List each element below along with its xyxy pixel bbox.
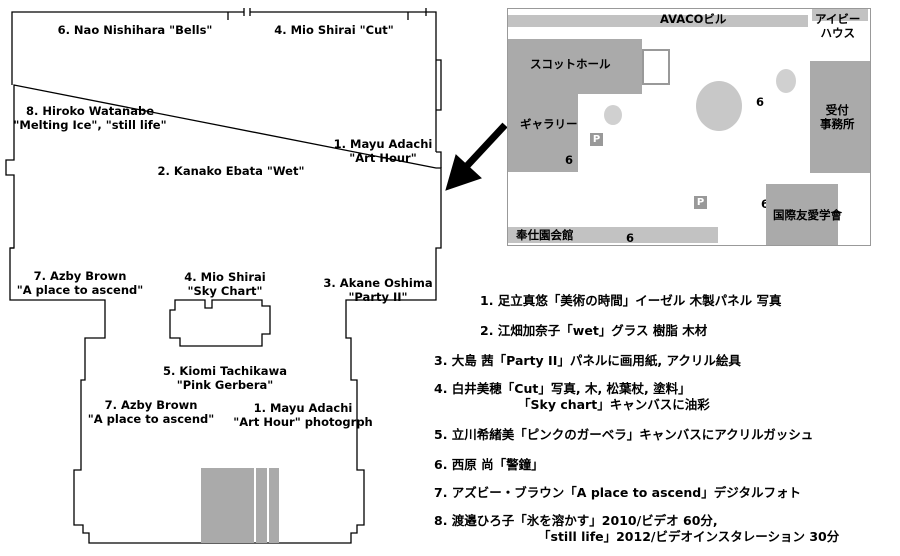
- gallery-label: ギャラリー: [520, 117, 578, 131]
- label-adachi-upper: 1. Mayu Adachi "Art Hour": [333, 137, 433, 165]
- center-six: 6: [756, 95, 765, 109]
- label-brown-upper: 7. Azby Brown "A place to ascend": [16, 269, 144, 297]
- label-shirai-cut: 4. Mio Shirai "Cut": [274, 23, 394, 37]
- central-plinth: [169, 299, 271, 347]
- scott-hall-annex: [642, 49, 670, 85]
- direction-arrow: [445, 122, 508, 191]
- reception-building: [810, 61, 870, 173]
- label-ebata: 2. Kanako Ebata "Wet": [157, 164, 305, 178]
- tree-circle-left: [604, 105, 622, 125]
- gallery-six: 6: [565, 153, 574, 167]
- scott-hall: [508, 39, 642, 94]
- site-map: AVACOビル アイビー ハウス スコットホール ギャラリー 6 P 6 受付 …: [507, 8, 871, 246]
- hoshi-label: 奉仕園会館: [516, 228, 574, 242]
- parking-icon-lower: P: [694, 196, 707, 209]
- top-door: [227, 8, 427, 20]
- road-top: [508, 15, 808, 27]
- avaco-label: AVACOビル: [660, 12, 727, 26]
- road-right: [812, 9, 868, 21]
- entrance-block: [201, 468, 279, 543]
- road-bottom: [508, 227, 718, 243]
- artwork-item-3: 3. 大島 茜「Party II」パネルに画用紙, アクリル絵具: [434, 353, 741, 368]
- kokusai-building: [766, 184, 838, 245]
- label-nishihara: 6. Nao Nishihara "Bells": [57, 23, 213, 37]
- label-watanabe: 8. Hiroko Watanabe "Melting Ice", "still…: [13, 104, 167, 132]
- kokusai-label: 国際友愛学會: [773, 208, 842, 222]
- label-brown-lower: 7. Azby Brown "A place to ascend": [87, 398, 215, 426]
- tree-circle: [696, 81, 742, 131]
- parking-icon-upper: P: [590, 133, 603, 146]
- artwork-item-1: 1. 足立真悠「美術の時間」イーゼル 木製パネル 写真: [480, 293, 782, 308]
- artwork-item-4: 4. 白井美穂「Cut」写真, 木, 松葉杖, 塗料」 「Sky chart」キ…: [434, 381, 710, 412]
- hoshi-six: 6: [626, 231, 635, 245]
- lower-six: 6: [761, 197, 770, 211]
- label-tachikawa: 5. Kiomi Tachikawa "Pink Gerbera": [163, 364, 287, 392]
- reception-label: 受付 事務所: [820, 103, 855, 131]
- artwork-item-2: 2. 江畑加奈子「wet」グラス 樹脂 木材: [480, 323, 708, 338]
- artwork-item-6: 6. 西原 尚「警鐘」: [434, 457, 544, 472]
- label-adachi-lower: 1. Mayu Adachi "Art Hour" photogrph: [233, 401, 373, 429]
- right-door: [436, 59, 442, 168]
- artwork-item-8: 8. 渡邉ひろ子「氷を溶かす」2010/ビデオ 60分, 「still life…: [434, 513, 840, 544]
- artwork-item-7: 7. アズビー・ブラウン「A place to ascend」デジタルフォト: [434, 485, 802, 500]
- scott-hall-label: スコットホール: [530, 57, 611, 71]
- artwork-item-5: 5. 立川希緒美「ピンクのガーベラ」キャンバスにアクリルガッシュ: [434, 427, 814, 442]
- ivy-house-label: アイビー ハウス: [815, 12, 861, 40]
- tree-circle-small: [776, 69, 796, 93]
- label-oshima: 3. Akane Oshima "Party II": [323, 276, 433, 304]
- label-shirai-sky: 4. Mio Shirai "Sky Chart": [184, 270, 266, 298]
- gallery-building: [508, 94, 578, 172]
